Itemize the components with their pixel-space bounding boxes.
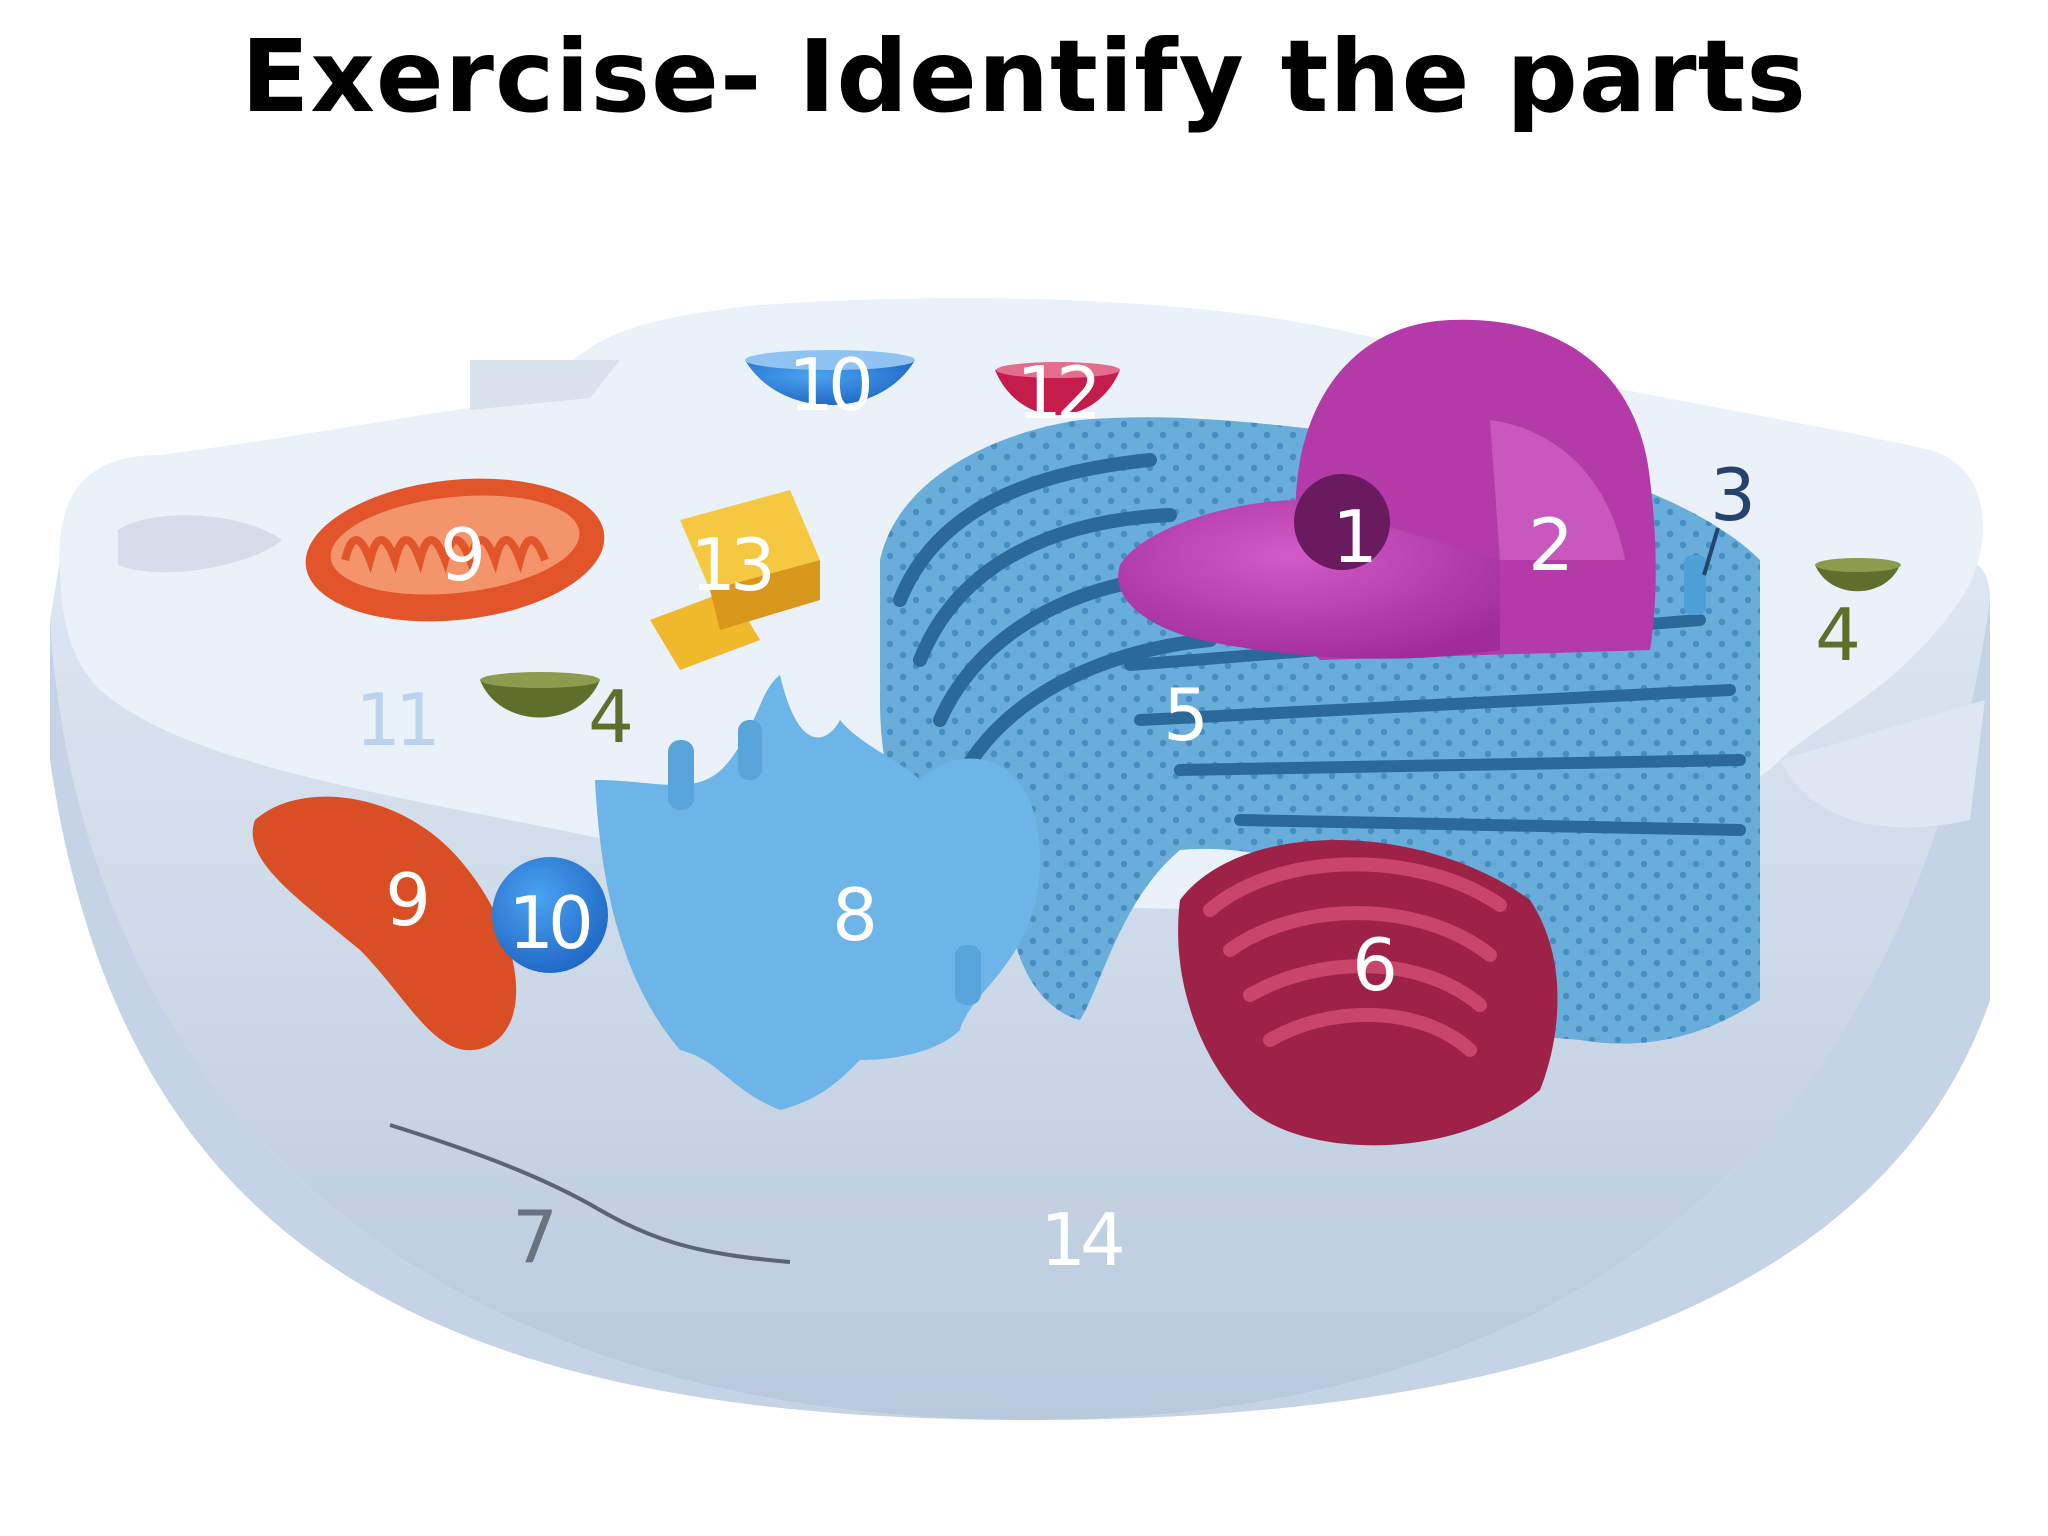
label-9-bottom: 9	[385, 858, 426, 942]
label-6: 6	[1352, 923, 1394, 1007]
nuclear-pore	[1684, 527, 1720, 615]
nucleolus-shape	[1294, 474, 1390, 570]
label-4-right: 4	[1815, 593, 1857, 677]
smooth-er	[595, 675, 1040, 1110]
mitochondrion-top	[305, 478, 605, 622]
label-4-left: 4	[588, 675, 630, 759]
label-10-bottom: 10	[508, 881, 590, 965]
slide-title: Exercise- Identify the parts	[241, 18, 1807, 135]
lysosome-bottom	[492, 857, 608, 973]
lysosome-top	[745, 350, 915, 405]
label-14: 14	[1040, 1198, 1122, 1282]
vesicle-left	[480, 672, 600, 718]
label-5: 5	[1163, 673, 1203, 757]
nucleus	[1118, 319, 1656, 660]
label-1: 1	[1332, 495, 1372, 579]
label-7: 7	[512, 1195, 552, 1279]
centriole	[650, 490, 820, 670]
peroxisome	[995, 362, 1120, 415]
label-12: 12	[1016, 351, 1096, 435]
label-10-top: 10	[788, 343, 870, 427]
label-2: 2	[1528, 503, 1568, 587]
label-13: 13	[690, 523, 771, 607]
label-8: 8	[832, 873, 873, 957]
mitochondrion-bottom	[252, 796, 517, 1051]
cytoskeleton-filament	[389, 1123, 791, 1264]
label-3: 3	[1710, 453, 1751, 537]
label-9-top: 9	[440, 513, 481, 597]
vesicle-right	[1815, 558, 1901, 592]
label-11: 11	[355, 678, 435, 762]
golgi-apparatus	[1178, 840, 1558, 1146]
